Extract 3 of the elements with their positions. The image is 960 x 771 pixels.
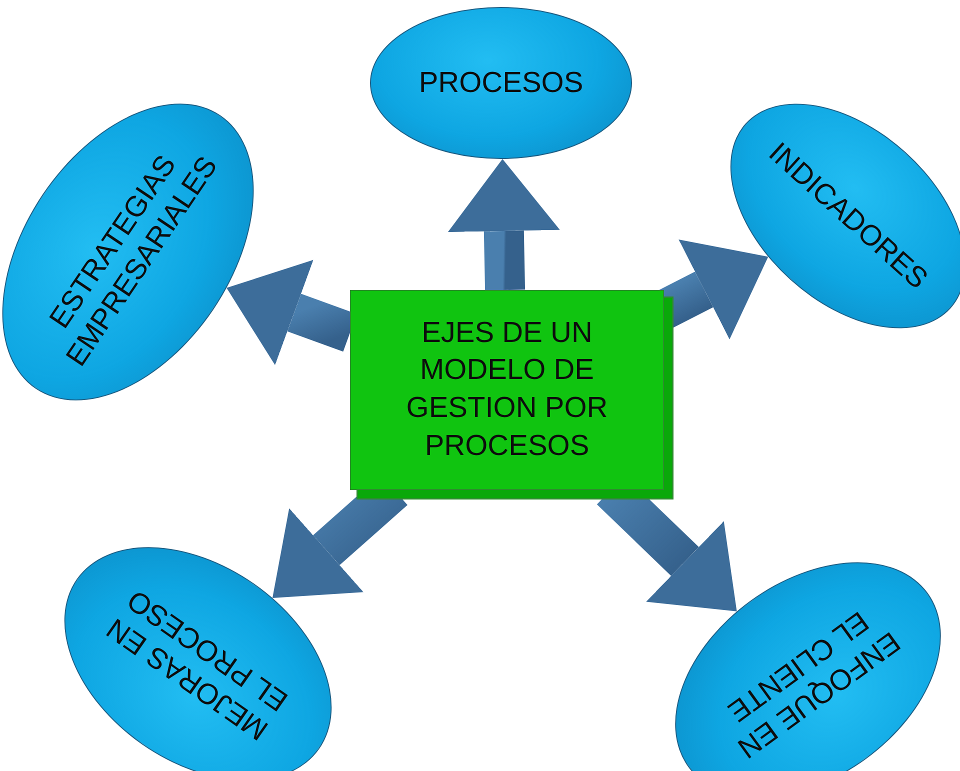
ellipse-label: PROCESOS — [418, 66, 584, 100]
block-arrow — [448, 159, 560, 290]
box-title: EJES DE UN MODELO DE GESTION POR PROCESOS — [405, 316, 609, 464]
